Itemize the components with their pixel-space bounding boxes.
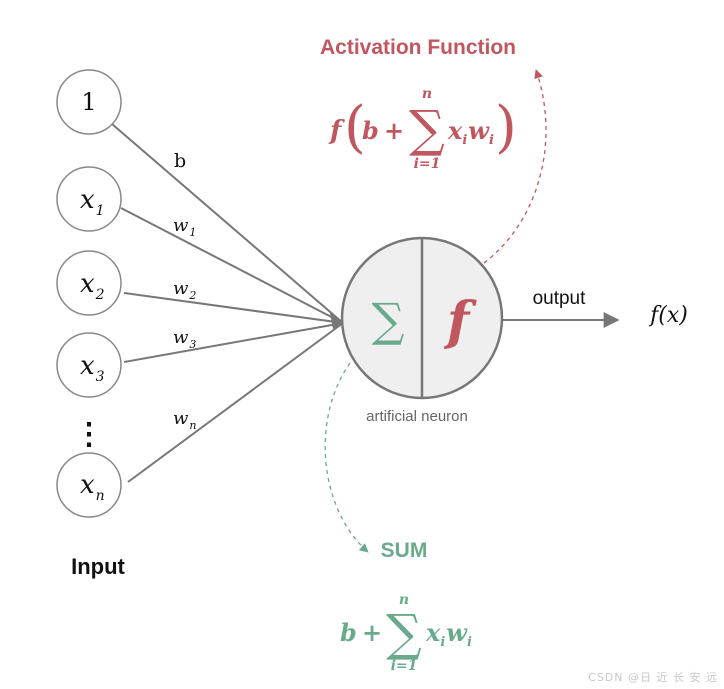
activation-formula-upper: n — [422, 86, 432, 102]
sum-formula-xw: xiwi — [425, 618, 472, 650]
input-arrowhead — [330, 313, 345, 329]
activation-formula-xw: xiwi — [447, 116, 494, 148]
input-node-x1 — [56, 166, 122, 232]
output-label: output — [533, 288, 587, 309]
input-node-x3 — [56, 332, 122, 398]
input-xn-label: xn — [80, 470, 105, 504]
weight-w1-label: w1 — [173, 215, 196, 239]
sum-formula: b + n ∑ i=1 xiwi — [340, 592, 472, 674]
activation-formula-f: f — [328, 116, 345, 146]
sum-formula-b: b — [340, 618, 357, 647]
weight-w3-label: w3 — [173, 327, 196, 351]
activation-formula-plus: + — [384, 116, 404, 145]
neuron-sum-symbol: ∑ — [372, 293, 405, 347]
edge-x2 — [123, 292, 344, 324]
sum-formula-sigma: ∑ — [386, 604, 422, 662]
weight-wn-label: wn — [173, 408, 197, 432]
activation-formula-open-paren: ( — [344, 95, 366, 160]
activation-formula: f ( b + n ∑ i=1 xiwi ) — [328, 86, 517, 172]
weight-w2-label: w2 — [173, 278, 196, 302]
edge-x3 — [123, 322, 344, 363]
neuron-label: artificial neuron — [366, 408, 468, 425]
input-node-bias — [56, 69, 122, 135]
csdn-watermark: CSDN @日 近 长 安 远 — [588, 671, 718, 684]
sum-connector — [324, 362, 369, 553]
activation-formula-lower: i=1 — [414, 156, 441, 172]
input-bias-label: 1 — [81, 88, 96, 116]
activation-formula-sigma: ∑ — [409, 100, 445, 158]
activation-title: Activation Function — [320, 36, 516, 59]
input-x1-label: x1 — [80, 185, 105, 219]
input-node-x2 — [56, 250, 122, 316]
input-nodes — [56, 69, 122, 518]
edge-x1 — [120, 207, 344, 324]
weight-b-label: b — [174, 150, 186, 172]
activation-formula-b: b — [362, 116, 379, 145]
edge-bias — [111, 123, 344, 324]
input-x2-label: x2 — [80, 269, 105, 303]
input-x3-label: x3 — [80, 351, 105, 385]
input-section-label: Input — [71, 554, 125, 579]
edge-xn — [127, 322, 344, 483]
sum-title: SUM — [381, 539, 428, 562]
input-node-xn — [56, 452, 122, 518]
artificial-neuron: ∑ f — [340, 236, 504, 400]
activation-formula-close-paren: ) — [495, 95, 517, 160]
sum-formula-lower: i=1 — [391, 658, 418, 674]
input-edges — [111, 123, 344, 483]
output-value: f(x) — [648, 303, 688, 328]
activation-connector — [483, 69, 547, 264]
sum-formula-upper: n — [399, 592, 409, 608]
sum-formula-plus: + — [362, 618, 382, 647]
input-ellipsis: ⋮ — [74, 417, 104, 452]
